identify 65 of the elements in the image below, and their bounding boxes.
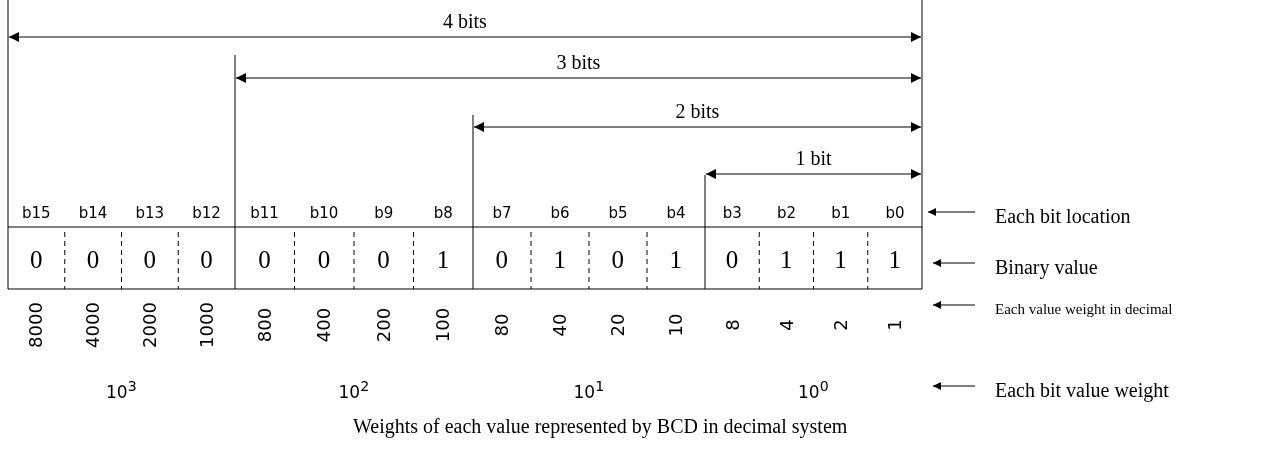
weight-value: 80 [492,313,511,337]
callout-text: Each bit location [995,206,1131,226]
callout-text: Binary value [995,257,1098,277]
binary-digit: 1 [669,246,682,272]
arrow [932,301,976,309]
power-of-ten: 10$^{1}$ [573,379,605,401]
bit-name: b13 [135,205,164,221]
arrow [932,259,976,267]
weight-value: 2000 [140,302,159,348]
power-of-ten: 10$^{0}$ [798,379,829,401]
dimension-label: 1 bit [795,148,832,168]
weight-value: 4000 [84,302,103,348]
bit-name: b8 [433,205,453,221]
weight-value: 4 [777,319,796,331]
weight-value: 100 [434,307,453,343]
bit-name: b7 [492,205,512,221]
bit-name: b11 [250,205,279,221]
binary-digit: 1 [779,246,793,272]
binary-digit: 1 [553,246,566,272]
binary-digit: 0 [611,246,624,272]
weight-value: 40 [550,313,569,337]
weight-value: 1 [886,319,905,331]
bit-name: b5 [608,205,628,221]
bit-name: b1 [831,205,851,221]
binary-digit: 1 [436,246,450,272]
bit-name: b4 [666,205,686,221]
bit-name: b3 [722,205,742,221]
bit-name: b6 [550,205,570,221]
weight-value: 400 [315,307,334,343]
dimension-label: 3 bits [556,52,601,72]
weight-value: 20 [608,313,627,337]
binary-digit: 0 [317,246,331,272]
binary-digit: 1 [888,246,901,272]
bit-name: b12 [192,205,221,221]
bit-name: b14 [78,205,108,221]
bit-name: b9 [374,205,394,221]
binary-digit: 1 [834,246,847,272]
binary-digit: 0 [86,246,100,272]
callout-text: Each value weight in decimal [995,301,1173,317]
dimension-label: 2 bits [675,101,720,121]
arrow [932,382,976,390]
weight-value: 800 [255,307,274,343]
bit-name: b0 [885,205,905,221]
bit-name: b10 [309,205,339,221]
dimension-label: 4 bits [443,11,487,31]
weight-value: 1000 [197,302,216,348]
weight-value: 200 [374,307,393,343]
callout-text: Each bit value weight [995,380,1169,400]
arrow [927,208,976,216]
binary-digit: 0 [377,246,390,272]
bit-name: b15 [21,205,51,221]
binary-digit: 0 [495,246,508,272]
weight-value: 8000 [27,302,46,348]
weight-value: 8 [723,319,742,331]
binary-digit: 0 [29,246,43,272]
binary-digit: 0 [143,246,156,272]
weight-value: 10 [666,313,685,337]
power-of-ten: 10$^{3}$ [106,379,137,401]
caption: Weights of each value represented by BCD in decimal system [353,416,848,436]
weight-value: 2 [831,319,850,331]
binary-digit: 0 [200,246,213,272]
binary-digit: 0 [258,246,271,272]
power-of-ten: 10$^{2}$ [338,379,370,401]
binary-digit: 0 [725,246,739,272]
bit-name: b2 [776,205,796,221]
